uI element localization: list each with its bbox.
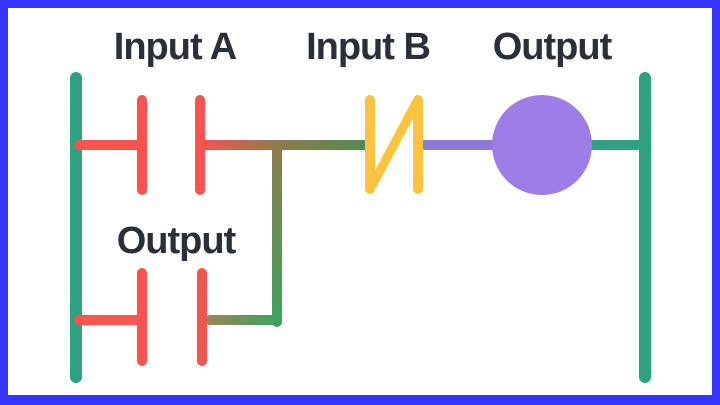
wire-input-a-to-input-b	[200, 140, 370, 150]
wire-input-b-to-coil	[420, 140, 500, 150]
contact-output-branch-left-bar	[137, 268, 147, 366]
input-a-label: Input A	[113, 26, 237, 68]
wire-rail-to-branch-contact	[74, 315, 142, 325]
contact-output-branch-right-bar	[197, 268, 207, 366]
left-power-rail	[70, 72, 82, 383]
wire-rail-to-input-a	[74, 140, 142, 150]
output-label: Output	[492, 26, 613, 68]
wire-coil-to-rail	[586, 140, 646, 150]
contact-input-b-right-bar	[413, 95, 423, 194]
branch-vertical-wire	[272, 143, 282, 327]
contact-input-a-right-bar	[195, 95, 205, 195]
contact-input-b-left-bar	[365, 95, 375, 194]
wire-branch-contact-to-junction	[205, 315, 282, 325]
output-coil	[492, 95, 592, 195]
right-power-rail	[639, 72, 651, 383]
contact-input-a-left-bar	[137, 95, 147, 195]
input-b-label: Input B	[306, 26, 431, 68]
branch-output-label: Output	[116, 220, 237, 262]
